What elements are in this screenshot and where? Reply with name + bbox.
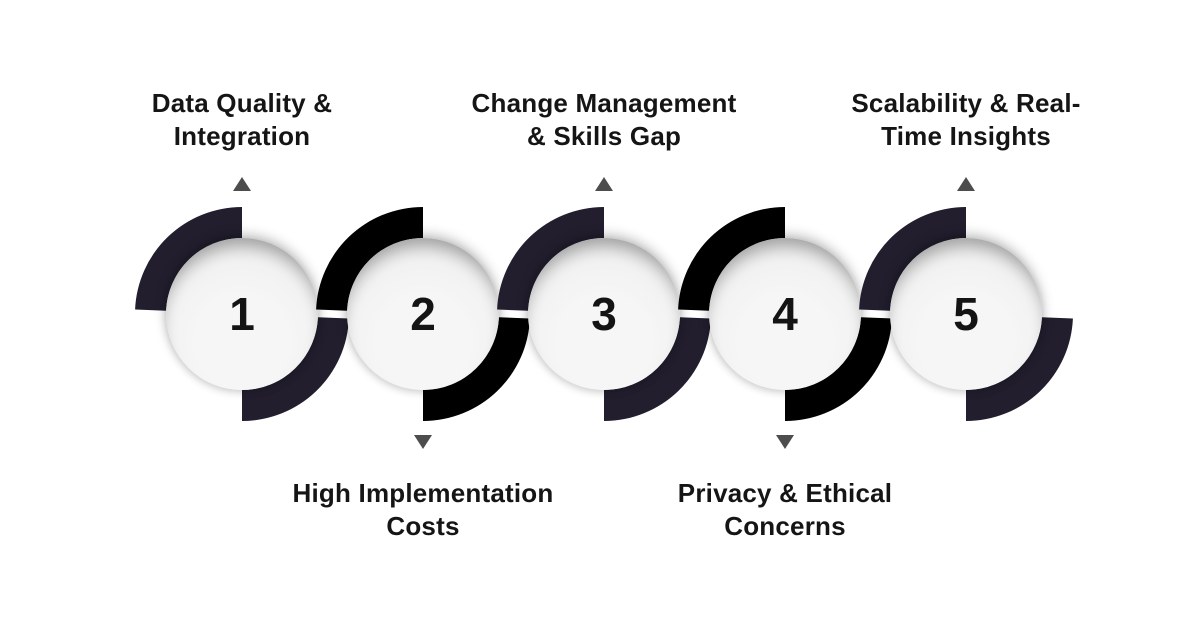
label-line: High Implementation: [292, 478, 554, 508]
arc-lower-right: [423, 317, 530, 421]
step-number: 5: [953, 288, 979, 340]
step-node-1: 1: [127, 199, 357, 429]
step-number: 2: [410, 288, 436, 340]
step-node-4: 4: [670, 199, 900, 429]
label-line: Concerns: [724, 511, 846, 541]
arc-lower-right: [966, 317, 1073, 421]
label-line: Change Management: [471, 88, 737, 118]
arc-lower-right: [785, 317, 892, 421]
step-node-3: 3: [489, 199, 719, 429]
down-arrow-icon: [414, 435, 432, 449]
step-number: 4: [772, 288, 798, 340]
down-arrow-icon: [776, 435, 794, 449]
label-line: Integration: [173, 121, 311, 151]
arc-lower-right: [604, 317, 711, 421]
step-node-5: 5: [851, 199, 1081, 429]
step-label-2: High Implementation Costs: [243, 477, 603, 543]
step-circle: 1: [166, 238, 318, 390]
step-circle: 2: [347, 238, 499, 390]
label-line: Scalability & Real-: [851, 88, 1081, 118]
step-label-1: Data Quality & Integration: [62, 87, 422, 153]
step-circle: 3: [528, 238, 680, 390]
arc-lower-right: [242, 317, 349, 421]
up-arrow-icon: [957, 177, 975, 191]
step-label-4: Privacy & Ethical Concerns: [605, 477, 965, 543]
step-node-2: 2: [308, 199, 538, 429]
step-number: 1: [229, 288, 255, 340]
step-circle: 5: [890, 238, 1042, 390]
step-label-5: Scalability & Real- Time Insights: [786, 87, 1146, 153]
step-circle: 4: [709, 238, 861, 390]
up-arrow-icon: [595, 177, 613, 191]
label-line: Costs: [386, 511, 460, 541]
step-label-3: Change Management & Skills Gap: [424, 87, 784, 153]
label-line: & Skills Gap: [526, 121, 682, 151]
label-line: Privacy & Ethical: [677, 478, 893, 508]
label-line: Time Insights: [881, 121, 1051, 151]
label-line: Data Quality &: [151, 88, 333, 118]
step-number: 3: [591, 288, 617, 340]
up-arrow-icon: [233, 177, 251, 191]
